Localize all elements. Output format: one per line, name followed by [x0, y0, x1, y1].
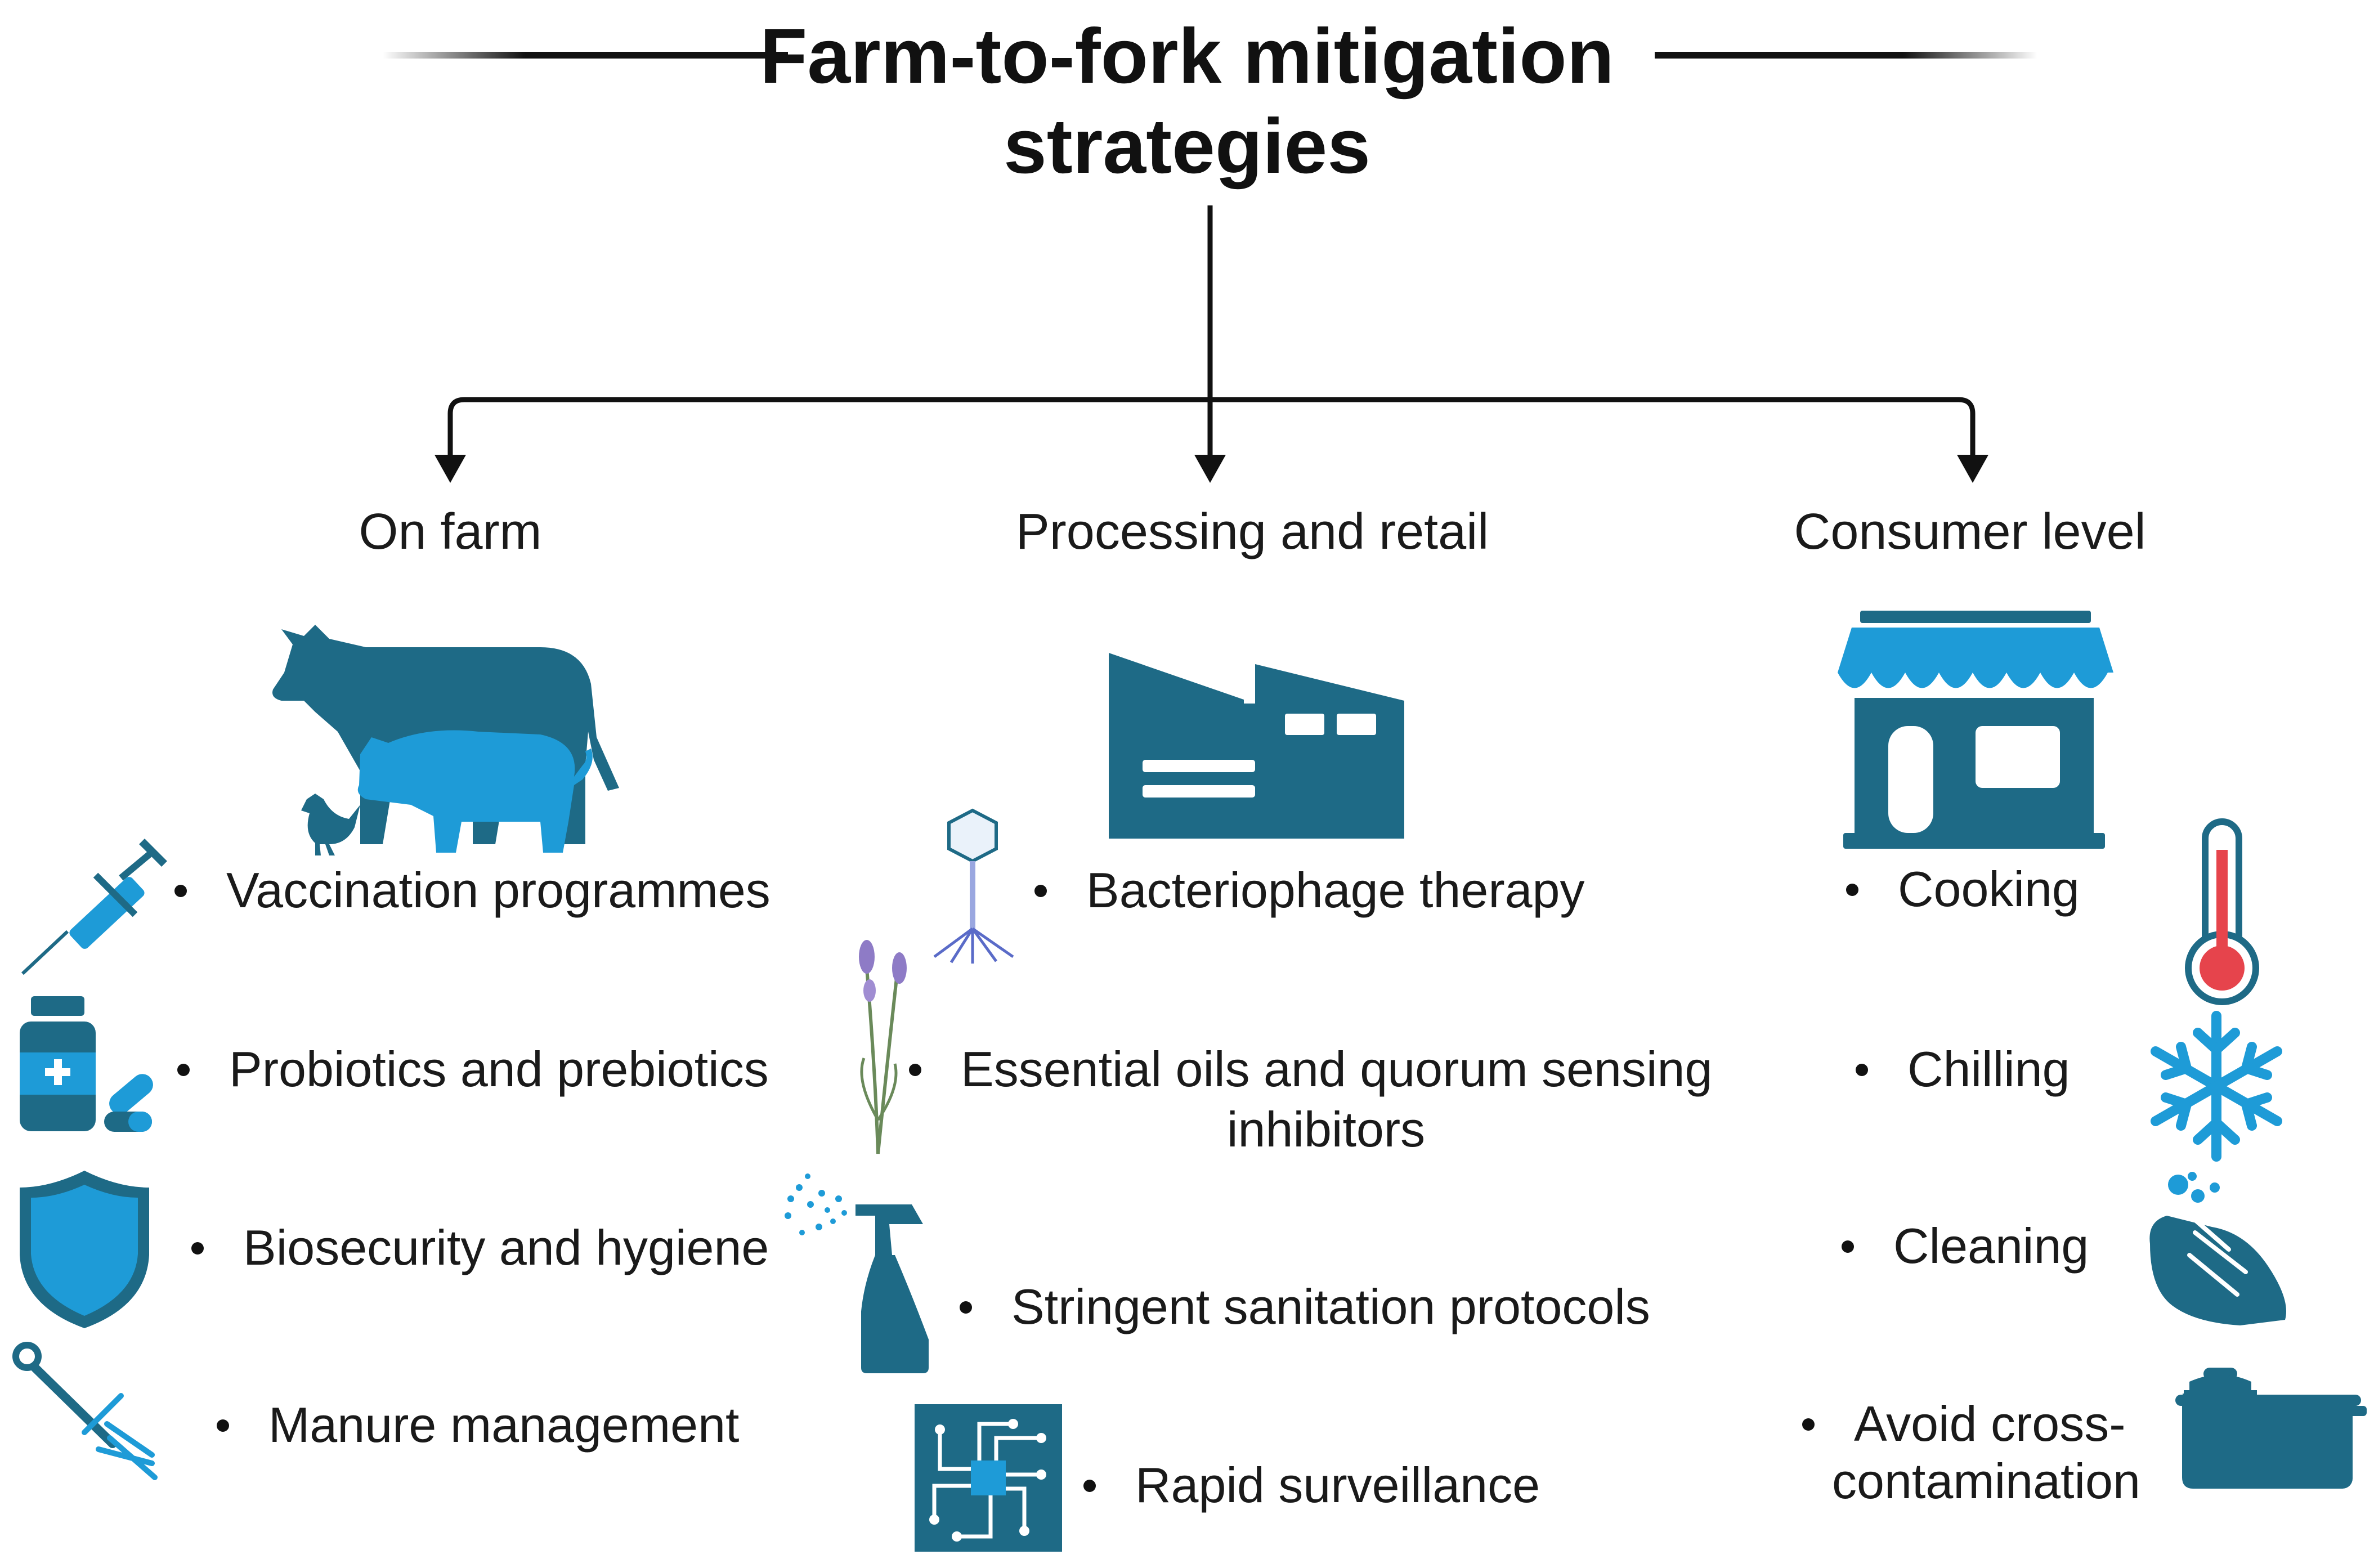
list-item: Cleaning	[1842, 1217, 2089, 1275]
cooking-pot-icon	[2175, 1368, 2367, 1489]
list-item: Stringent sanitation protocols	[960, 1278, 1650, 1336]
bullet	[177, 1063, 190, 1076]
snowflake-icon	[2151, 1011, 2282, 1162]
bullet	[960, 1301, 972, 1314]
list-item: Essential oils and quorum sensing	[909, 1040, 1712, 1099]
arrow-on-farm	[435, 455, 466, 483]
item-label: Avoid cross-	[1854, 1396, 2126, 1451]
title-rule-right	[1655, 52, 2037, 59]
heading-on-farm: On farm	[359, 504, 542, 560]
bullet	[1802, 1418, 1815, 1431]
syringe-icon	[21, 839, 167, 975]
item-label: Stringent sanitation protocols	[1011, 1279, 1650, 1334]
item-label: Cooking	[1898, 861, 2080, 917]
item-label: Bacteriophage therapy	[1086, 862, 1585, 918]
pitchfork-icon	[12, 1342, 158, 1480]
list-item: Avoid cross-	[1802, 1395, 2126, 1453]
item-label: Probiotics and prebiotics	[229, 1041, 769, 1097]
bullet	[1083, 1479, 1096, 1492]
bullet	[1842, 1240, 1854, 1253]
title-line-2: strategies	[1004, 103, 1370, 190]
connector-arrowheads	[435, 455, 1988, 483]
list-item: Rapid surveillance	[1083, 1456, 1540, 1515]
bacteriophage-icon	[933, 808, 1014, 964]
item-label: Chilling	[1907, 1041, 2070, 1097]
connector-tree	[447, 205, 1976, 456]
arrow-processing	[1194, 455, 1226, 483]
bullet	[909, 1063, 921, 1076]
lavender-icon	[859, 940, 907, 1154]
item-label: Rapid surveillance	[1135, 1457, 1540, 1513]
list-item: Bacteriophage therapy	[1034, 861, 1585, 920]
heading-processing: Processing and retail	[1015, 504, 1489, 560]
medicine-bottle-icon	[20, 996, 153, 1132]
shield-icon	[20, 1171, 149, 1328]
item-label: Essential oils and quorum sensing	[961, 1041, 1713, 1097]
bullet	[217, 1419, 229, 1432]
storefront-icon	[1838, 611, 2113, 849]
livestock-icon	[272, 625, 619, 855]
list-item: Vaccination programmes	[174, 861, 771, 920]
list-item: Cooking	[1846, 860, 2080, 919]
circuit-chip-icon	[915, 1404, 1062, 1552]
handwashing-icon	[2149, 1172, 2286, 1325]
bullet	[191, 1242, 204, 1255]
bullet	[174, 884, 187, 897]
bullet	[1034, 884, 1047, 897]
list-item: Chilling	[1856, 1040, 2070, 1099]
list-item: Biosecurity and hygiene	[191, 1218, 769, 1277]
bullet	[1846, 883, 1858, 896]
heading-consumer: Consumer level	[1794, 504, 2146, 560]
factory-icon	[1109, 653, 1404, 839]
item-label: Manure management	[268, 1397, 740, 1453]
bullet	[1856, 1063, 1868, 1076]
list-item-continuation: contamination	[1832, 1453, 2140, 1509]
list-item: Manure management	[217, 1396, 739, 1454]
item-label: Biosecurity and hygiene	[243, 1220, 769, 1275]
item-label: Vaccination programmes	[226, 862, 771, 918]
title-rule-left	[383, 52, 788, 59]
list-item: Probiotics and prebiotics	[177, 1040, 769, 1099]
title-line-1: Farm-to-fork mitigation	[760, 13, 1614, 100]
arrow-consumer	[1957, 455, 1988, 483]
spray-bottle-icon	[785, 1173, 929, 1373]
thermometer-icon	[2185, 818, 2259, 1005]
item-label: Cleaning	[1893, 1218, 2089, 1274]
list-item-continuation: inhibitors	[1227, 1101, 1426, 1157]
